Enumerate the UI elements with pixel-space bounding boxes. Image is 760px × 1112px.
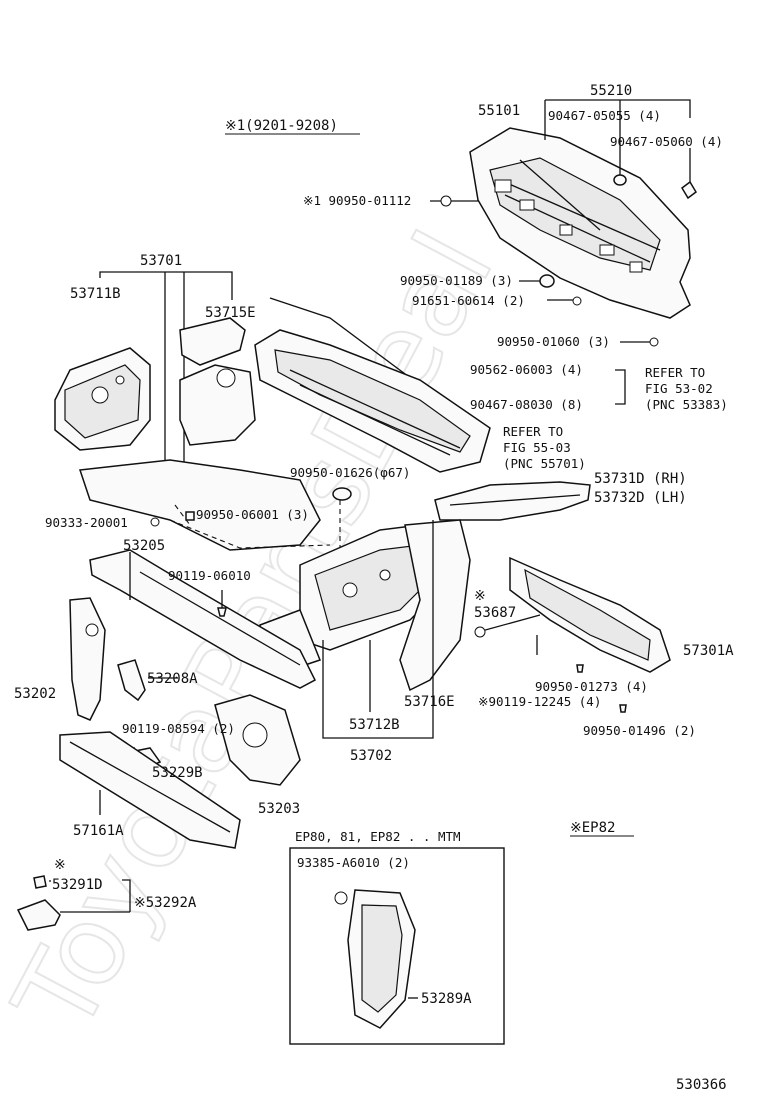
label-53732D: 53732D (LH) <box>594 490 687 506</box>
apron-53711B <box>54 347 151 451</box>
pad-53292A <box>16 899 61 931</box>
label-90467-05055: 90467-05055 (4) <box>548 108 661 123</box>
label-53687-mark: ※ <box>474 588 486 604</box>
label-53208A: 53208A <box>147 671 198 687</box>
front-member-right-53712B <box>259 519 471 692</box>
bracket-55210 <box>544 99 691 140</box>
note-ep82: ※EP82 <box>570 820 615 836</box>
label-90119-08594: 90119-08594 (2) <box>122 721 235 736</box>
note-9201-9208: ※1(9201-9208) <box>225 118 338 134</box>
bracket-53203 <box>214 694 301 786</box>
label-91651-60614: 91651-60614 (2) <box>412 293 525 308</box>
label-53292A: ※53292A <box>134 895 197 911</box>
refer2-line3: (PNC 55701) <box>503 456 586 471</box>
refer2-line1: REFER TO <box>503 424 563 439</box>
refer1-line2: FIG 53-02 <box>645 381 713 396</box>
label-90119-12245: ※90119-12245 (4) <box>478 694 601 709</box>
label-90950-06001: 90950-06001 (3) <box>196 507 309 522</box>
crossmember-53205 <box>89 549 316 689</box>
label-90562-06003: 90562-06003 (4) <box>470 362 583 377</box>
rod-53687 <box>477 614 541 633</box>
label-53716E: 53716E <box>404 694 455 710</box>
figure-number: 530366 <box>676 1077 727 1093</box>
label-53291D: 53291D <box>52 877 103 893</box>
label-53229B: 53229B <box>152 765 203 781</box>
label-90333-20001: 90333-20001 <box>45 515 128 530</box>
brace-53715E <box>179 317 246 366</box>
label-53205: 53205 <box>123 538 165 554</box>
label-53731D: 53731D (RH) <box>594 471 687 487</box>
label-90950-01626: 90950-01626(φ67) <box>290 465 410 480</box>
label-90119-06010: 90119-06010 <box>168 568 251 583</box>
dash-panel-55101 <box>469 127 691 319</box>
label-90950-01273: 90950-01273 (4) <box>535 679 648 694</box>
label-53715E: 53715E <box>205 305 256 321</box>
refer1-line1: REFER TO <box>645 365 705 380</box>
rail-53731D-53732D <box>434 481 591 521</box>
label-53289A: 53289A <box>421 991 472 1007</box>
label-53687: 53687 <box>474 605 516 621</box>
label-55210: 55210 <box>590 83 632 99</box>
label-90950-01189: 90950-01189 (3) <box>400 273 513 288</box>
label-53203: 53203 <box>258 801 300 817</box>
label-55101: 55101 <box>478 103 520 119</box>
refer1-line3: (PNC 53383) <box>645 397 728 412</box>
member-57301A <box>509 556 671 673</box>
bracket-53208A <box>117 659 146 702</box>
label-57301A: 57301A <box>683 643 734 659</box>
label-90467-05060: 90467-05060 (4) <box>610 134 723 149</box>
label-53711B: 53711B <box>70 286 121 302</box>
label-90950-01060: 90950-01060 (3) <box>497 334 610 349</box>
label-90950-01112: ※1 90950-01112 <box>303 193 411 208</box>
inset-box-title: EP80, 81, EP82 . . MTM <box>295 829 461 844</box>
front-side-member-left <box>78 364 331 551</box>
label-53702: 53702 <box>350 748 392 764</box>
clip-53291D <box>33 875 47 889</box>
label-93385-A6010: 93385-A6010 (2) <box>297 855 410 870</box>
guard-53289A <box>347 889 416 1029</box>
inset-box-ep80 <box>289 847 505 1045</box>
label-90467-08030: 90467-08030 (8) <box>470 397 583 412</box>
member-57161A <box>59 731 241 849</box>
label-57161A: 57161A <box>73 823 124 839</box>
label-90950-01496: 90950-01496 (2) <box>583 723 696 738</box>
label-53202: 53202 <box>14 686 56 702</box>
label-53291D-mark: ※ <box>54 857 66 873</box>
refer2-line2: FIG 55-03 <box>503 440 571 455</box>
cowl-top-rail <box>254 297 491 473</box>
label-53712B: 53712B <box>349 717 400 733</box>
bracket-53202 <box>69 597 106 721</box>
label-53701: 53701 <box>140 253 182 269</box>
